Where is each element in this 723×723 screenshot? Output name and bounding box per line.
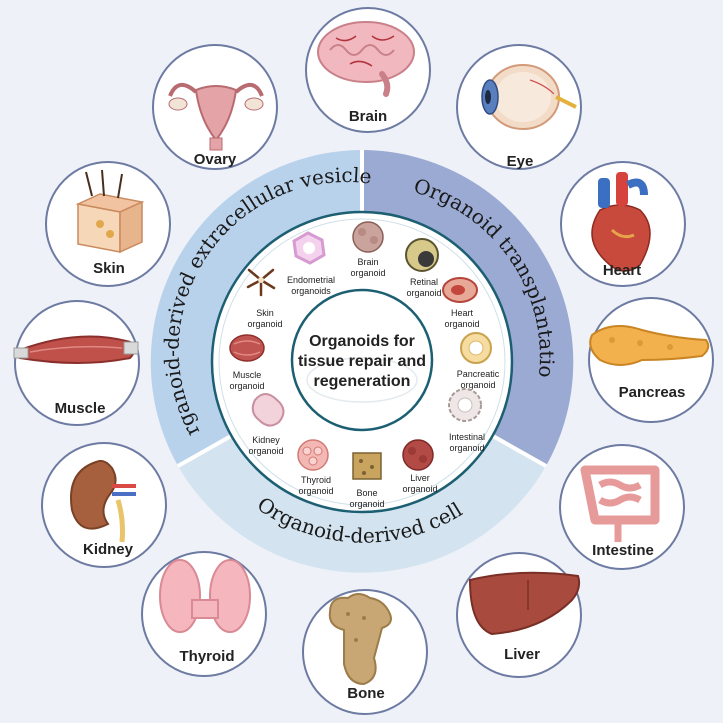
organ-label: Heart (603, 262, 641, 279)
organoid-thyroid: Thyroid organoid (297, 439, 334, 496)
organoid-muscle: Muscle organoid (229, 334, 265, 391)
organ-label: Pancreas (619, 384, 686, 401)
organ-label: Thyroid (180, 648, 235, 665)
organoid-label: organoid (460, 380, 495, 390)
organoid-label: organoid (449, 443, 484, 453)
organoid-label: Heart (451, 308, 474, 318)
organoid-retinal: Retinal organoid (405, 238, 442, 298)
organ-label: Muscle (55, 400, 106, 417)
center-hub: Organoids for tissue repair and regenera… (290, 288, 434, 432)
organoid-label: Brain (357, 257, 378, 267)
organ-label: Kidney (83, 541, 134, 558)
organoid-label: Endometrial (287, 275, 335, 285)
muscle-organoid-icon (229, 334, 265, 362)
organoid-label: organoid (406, 288, 441, 298)
organoid-label: organoid (248, 446, 283, 456)
organ-circles: Brain Eye Heart (13, 7, 714, 715)
organ-intestine: Intestine (559, 444, 685, 570)
organoid-label: organoid (349, 499, 384, 509)
center-title-line1: Organoids for (309, 333, 415, 350)
organoid-label: organoid (444, 319, 479, 329)
organ-heart: Heart (560, 161, 686, 287)
organoid-intestinal: Intestinal organoid (448, 388, 485, 453)
organ-label: Bone (347, 685, 385, 702)
kidney-organoid-icon (251, 393, 285, 427)
kidney-icon (70, 459, 136, 543)
organoid-liver: Liver organoid (402, 439, 438, 494)
intestine-icon (580, 465, 660, 542)
organ-ovary: Ovary (152, 44, 278, 170)
organoid-kidney: Kidney organoid (248, 393, 285, 456)
brain-icon (317, 21, 415, 97)
liver-icon (468, 571, 581, 636)
organ-label: Brain (349, 108, 387, 125)
organ-thyroid: Thyroid (141, 551, 267, 677)
organoid-skin: Skin organoid (246, 268, 283, 329)
organoid-label: organoid (402, 484, 437, 494)
organ-bone: Bone (302, 589, 428, 715)
organoid-label: Muscle (233, 370, 262, 380)
organoid-label: Kidney (252, 435, 280, 445)
organoid-label: organoids (291, 286, 331, 296)
organ-label: Eye (507, 153, 534, 170)
organoid-label: Pancreatic (457, 369, 500, 379)
organ-eye: Eye (456, 44, 582, 170)
thyroid-icon (159, 559, 251, 633)
organoid-label: organoid (298, 486, 333, 496)
organ-label: Skin (93, 260, 125, 277)
organ-kidney: Kidney (41, 442, 167, 568)
organoid-label: organoid (247, 319, 282, 329)
organoid-label: Thyroid (301, 475, 331, 485)
heart-icon (591, 172, 651, 272)
eye-icon (481, 64, 577, 130)
muscle-icon (13, 335, 139, 364)
organ-pancreas: Pancreas (588, 297, 714, 423)
organoid-label: Retinal (410, 277, 438, 287)
bone-organoid-icon (352, 452, 382, 480)
organoid-label: organoid (229, 381, 264, 391)
organ-brain: Brain (305, 7, 431, 133)
organoid-label: Liver (410, 473, 430, 483)
brain-organoid-icon (352, 221, 384, 253)
organoid-label: Intestinal (449, 432, 485, 442)
organ-liver: Liver (456, 552, 582, 678)
liver-organoid-icon (402, 439, 434, 471)
ovary-icon (168, 83, 264, 151)
organoid-endometrial: Endometrial organoids (287, 231, 335, 296)
inner-ring-detail (218, 218, 506, 506)
organoid-pancreatic: Pancreatic organoid (457, 332, 500, 390)
organ-label: Ovary (194, 151, 237, 168)
organ-muscle: Muscle (13, 300, 140, 426)
organoid-label: Bone (356, 488, 377, 498)
organ-label: Intestine (592, 542, 654, 559)
organoid-brain: Brain organoid (350, 221, 386, 278)
petri-dish-outline (306, 357, 418, 403)
organoid-label: Skin (256, 308, 274, 318)
organ-label: Liver (504, 646, 540, 663)
center-circle (290, 288, 434, 432)
organoid-bone: Bone organoid (349, 452, 385, 509)
organ-skin: Skin (45, 161, 171, 287)
center-title-line2: tissue repair and (298, 353, 426, 370)
organoids: Brain organoid Retinal organoid Heart or… (229, 221, 500, 509)
pancreas-icon (589, 325, 710, 366)
organoid-heart: Heart organoid (442, 277, 480, 329)
bone-icon (328, 593, 392, 686)
organoid-label: organoid (350, 268, 385, 278)
center-title-line3: regeneration (314, 373, 411, 390)
skin-icon (75, 169, 145, 254)
